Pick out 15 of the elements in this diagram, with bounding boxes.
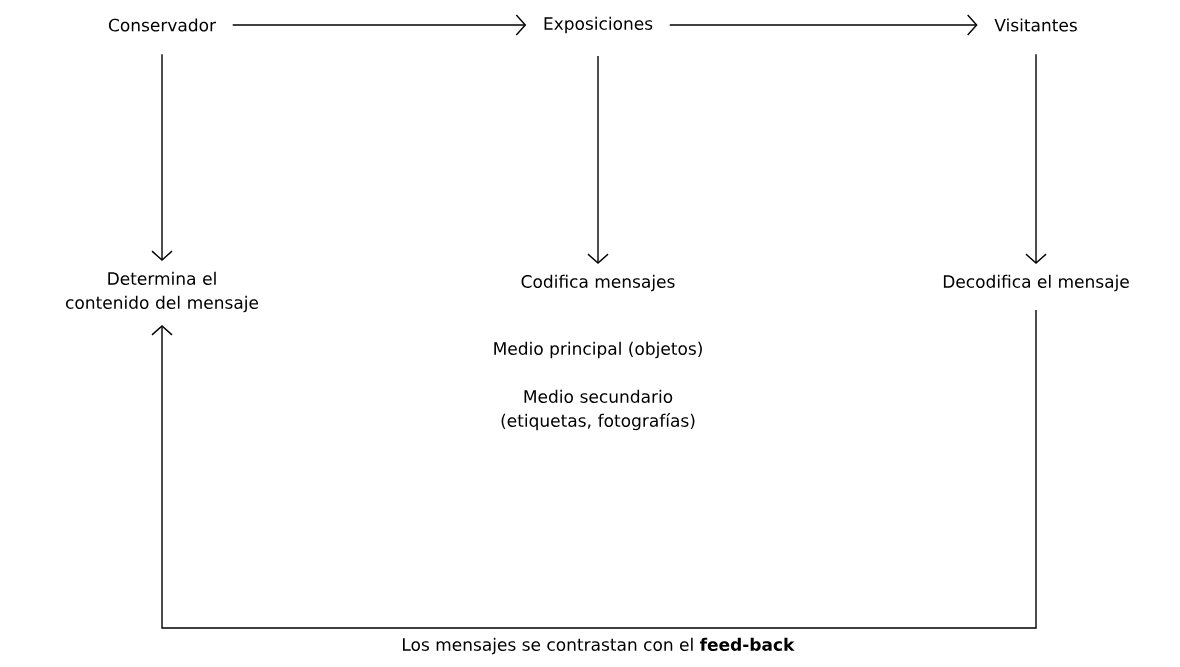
- node-text: Codifica mensajes: [521, 274, 675, 292]
- arrow: [587, 55, 609, 265]
- node-text: Conservador: [108, 18, 216, 32]
- edge-label: Los mensajes se contrastan con el feed-back: [399, 635, 797, 657]
- node-text: Exposiciones: [544, 16, 653, 34]
- text-label: Medio principal (objetos): [494, 341, 702, 359]
- text-label: Medio secundario (etiquetas, fotografías): [501, 389, 695, 431]
- arrow: [151, 309, 1037, 629]
- node-text: Visitantes: [994, 18, 1077, 32]
- arrow: [151, 53, 173, 262]
- node-text: Determina el contenido del mensaje: [66, 271, 259, 313]
- node-text: Decodifica el mensaje: [943, 274, 1129, 292]
- arrow: [232, 14, 527, 36]
- arrow: [669, 14, 978, 36]
- arrow: [1025, 53, 1047, 265]
